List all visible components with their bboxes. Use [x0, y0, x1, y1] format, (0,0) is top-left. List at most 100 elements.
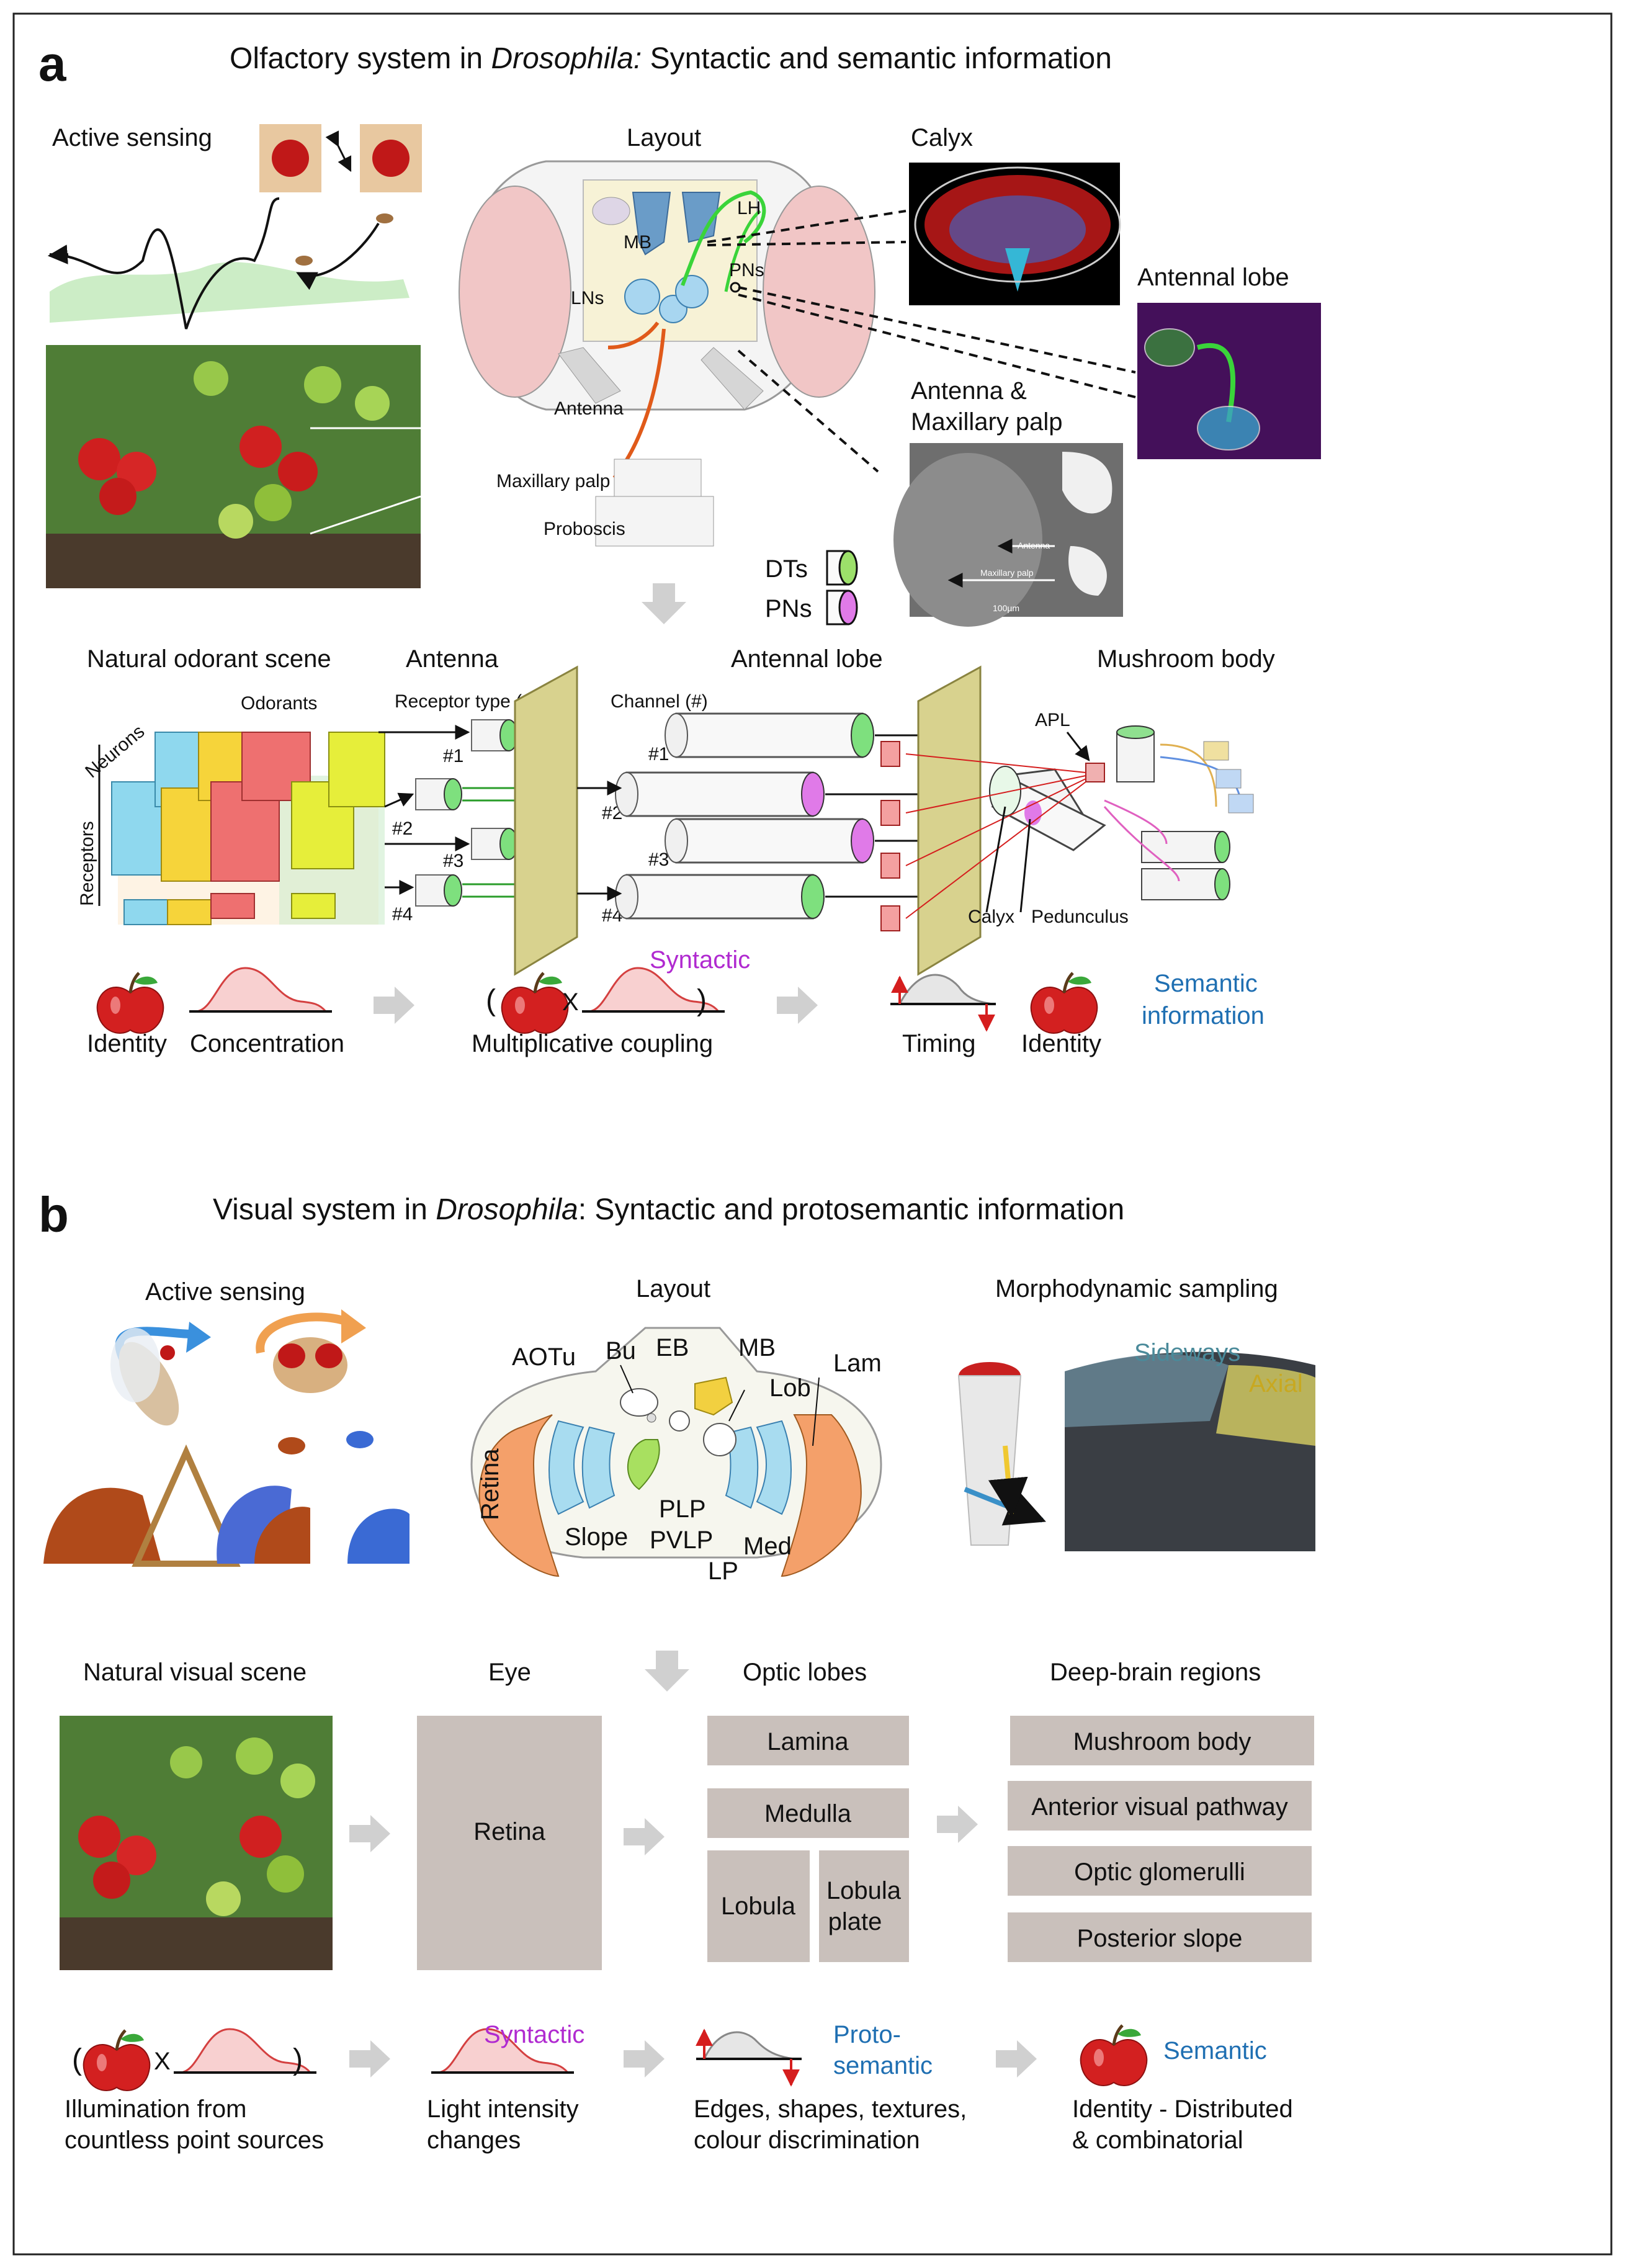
brain-label-mb: MB [624, 232, 651, 253]
brain-label-lp: LP [708, 1558, 738, 1585]
brain-schematic-a [459, 160, 875, 547]
brain-label-med: Med [743, 1533, 792, 1560]
legend-dts-icon [826, 550, 858, 586]
brain-label-proboscis: Proboscis [544, 519, 625, 539]
deep-box-mushroom-body [1010, 1716, 1314, 1765]
legend-dts-label: DTs [765, 555, 808, 583]
flow-arrow-b-1 [349, 1815, 390, 1852]
figure-frame [12, 12, 1613, 2256]
identity-label-a: Identity [87, 1030, 167, 1057]
deep-box-anterior-visual [1008, 1781, 1312, 1831]
layout-label-b: Layout [636, 1275, 710, 1302]
morphodynamic-label: Morphodynamic sampling [995, 1275, 1278, 1302]
channel-number-3: #3 [648, 849, 669, 870]
brain-label-lns: LNs [571, 288, 604, 308]
stage-header-antennal-lobe: Antennal lobe [731, 645, 883, 673]
edges-line-1: Edges, shapes, textures, [694, 2095, 967, 2123]
brain-label-lob: Lob [769, 1374, 811, 1402]
light-intensity-line-1: Light intensity [427, 2095, 579, 2123]
calyx-image [909, 163, 1121, 305]
edges-line-2: colour discrimination [694, 2127, 920, 2154]
channel-cylinders [577, 712, 933, 931]
brain-label-mb-b: MB [738, 1334, 776, 1361]
mushroom-body-schematic [905, 725, 1254, 919]
stage-header-antenna: Antenna [406, 645, 499, 673]
brain-schematic-b [470, 1327, 882, 1577]
brain-label-pns: PNs [729, 260, 764, 280]
brain-label-retina: Retina [477, 1448, 504, 1520]
deep-box-optic-glomeruli [1008, 1846, 1312, 1896]
brain-label-slope: Slope [565, 1523, 628, 1551]
medulla-label: Medulla [764, 1800, 852, 1827]
apple-icon [1081, 2025, 1147, 2086]
lobula-plate-label-1: Lobula [826, 1877, 902, 1904]
illumination-line-2: countless point sources [65, 2127, 324, 2154]
apple-icon [502, 973, 568, 1033]
lamina-box [707, 1716, 909, 1765]
brain-label-lh: LH [737, 198, 761, 218]
panel-b-title: Visual system in Drosophila: Syntactic a… [213, 1193, 1124, 1226]
sem-scale-bar: 100µm [993, 603, 1019, 613]
medulla-box [707, 1788, 909, 1838]
fly-head-thumbnails [259, 124, 422, 192]
flow-arrow-b-2 [624, 1818, 665, 1855]
odorant-receptor-cube [98, 732, 385, 925]
antenna-sem-image [893, 443, 1123, 627]
apple-icon [1031, 973, 1098, 1033]
stage-header-visual-scene: Natural visual scene [83, 1659, 307, 1686]
apple-icon [84, 2030, 150, 2091]
antennal-lobe-image-label: Antennal lobe [1137, 264, 1289, 291]
flow-arrow-b-6 [996, 2040, 1037, 2078]
calyx-small-label: Calyx [968, 907, 1014, 927]
brain-label-lam: Lam [833, 1350, 882, 1377]
sem-label-antenna: Antenna [1018, 540, 1050, 550]
stage-header-eye: Eye [488, 1659, 531, 1686]
tomato-photo-b [60, 1716, 333, 1970]
flow-arrow-b-5 [624, 2040, 665, 2078]
receptor-cylinders [378, 719, 563, 907]
legend-pns-label: PNs [765, 595, 812, 622]
deep-box-mushroom-body-label: Mushroom body [1073, 1728, 1251, 1755]
retina-box [417, 1716, 602, 1970]
syntactic-label-b: Syntactic [484, 2021, 584, 2048]
flow-arrow-a-1 [374, 987, 414, 1024]
sem-label-palp: Maxillary palp [980, 568, 1034, 578]
brain-label-bu: Bu [606, 1337, 636, 1365]
identity-distributed-line-2: & combinatorial [1072, 2127, 1243, 2154]
lobula-box [707, 1850, 810, 1962]
antenna-palp-label-2: Maxillary palp [911, 408, 1063, 436]
channel-number-1: #1 [648, 744, 669, 764]
layout-label-a: Layout [627, 124, 701, 151]
illum-paren-close: ) [293, 2043, 303, 2076]
semantic-information-line-2: information [1142, 1002, 1265, 1029]
dashed-connectors-a [707, 210, 1136, 473]
sideways-label: Sideways [1134, 1339, 1240, 1366]
lamina-label: Lamina [767, 1728, 849, 1755]
odor-trail-illustration [47, 197, 410, 329]
illum-paren-open: ( [72, 2043, 82, 2076]
lobula-plate-box [819, 1850, 909, 1962]
coupling-paren-open: ( [486, 984, 496, 1017]
active-sensing-label: Active sensing [52, 124, 212, 151]
transfer-plane-2 [917, 665, 982, 976]
down-arrow-a [642, 583, 686, 624]
coupling-paren-close: ) [697, 984, 707, 1017]
concentration-curve-icon [188, 967, 333, 1013]
antennal-lobe-image [1137, 303, 1321, 459]
calyx-label: Calyx [911, 124, 973, 151]
protosemantic-curve-icon [696, 2028, 802, 2087]
coupling-times: X [562, 988, 579, 1016]
flow-arrow-b-4 [349, 2040, 390, 2078]
stage-header-mushroom-body: Mushroom body [1097, 645, 1275, 673]
axial-label: Axial [1249, 1370, 1303, 1397]
panel-a-title: Olfactory system in Drosophila: Syntacti… [230, 42, 1112, 75]
multiplicative-coupling-label: Multiplicative coupling [472, 1030, 713, 1057]
receptor-number-3: #3 [443, 851, 463, 871]
legend-pns-icon [826, 589, 858, 625]
deep-box-optic-glomeruli-label: Optic glomerulli [1074, 1858, 1245, 1886]
syntactic-label-a: Syntactic [650, 946, 750, 974]
panel-b-letter: b [38, 1187, 69, 1242]
identity-label-a-2: Identity [1021, 1030, 1101, 1057]
